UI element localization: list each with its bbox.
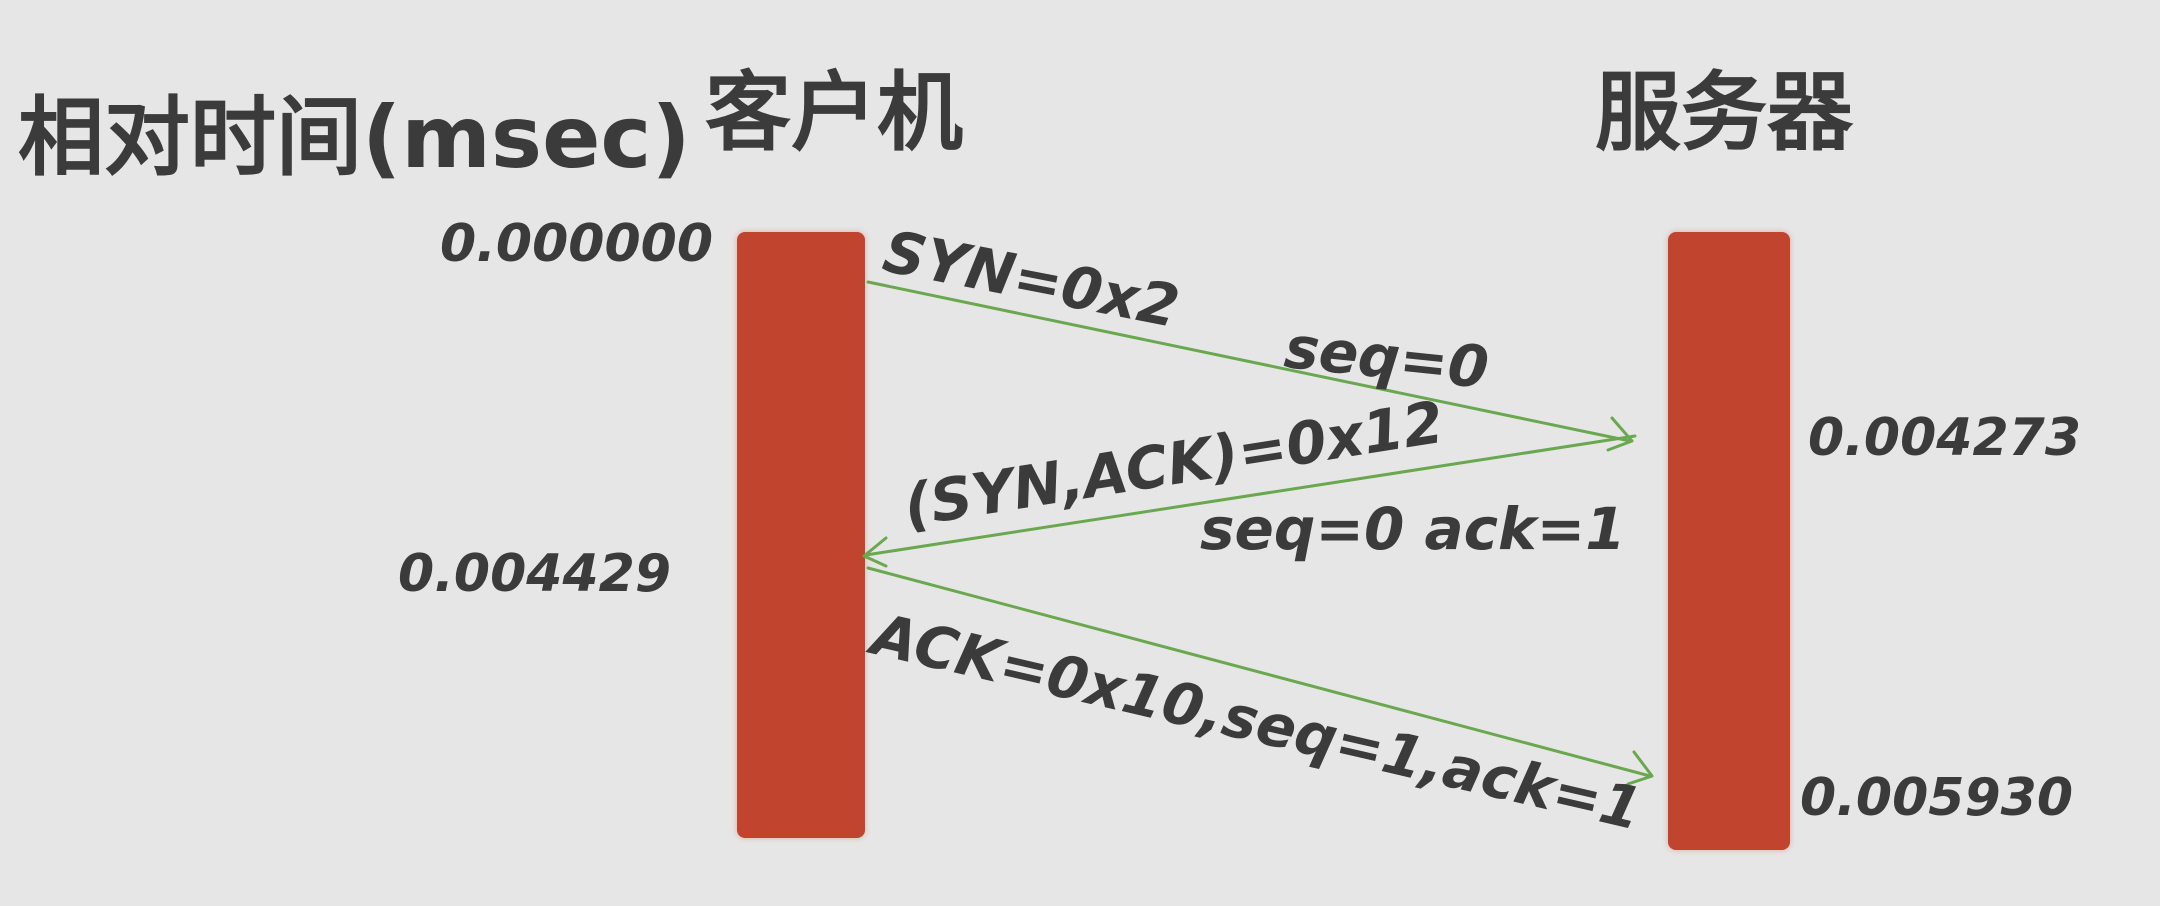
synack-arrow-line — [864, 434, 1637, 557]
synack-arrowhead — [862, 536, 888, 568]
time-label-ack-received: 0.005930 — [1800, 768, 2074, 828]
ack-arrowhead — [1626, 750, 1654, 786]
client-header: 客户机 — [705, 63, 963, 163]
syn-arrow-line — [866, 280, 1632, 443]
server-header: 服务器 — [1595, 63, 1853, 163]
client-lifeline — [737, 232, 865, 838]
time-label-synack-received: 0.004429 — [398, 544, 672, 604]
syn-arrowhead — [1606, 416, 1634, 452]
synack-seqack-label: seq=0 ack=1 — [1200, 495, 1626, 563]
server-lifeline — [1668, 232, 1790, 850]
time-label-syn-sent: 0.000000 — [440, 214, 714, 274]
time-axis-header: 相对时间(msec) — [18, 88, 691, 188]
ack-arrow-line — [866, 566, 1652, 778]
time-label-syn-received: 0.004273 — [1808, 408, 2082, 468]
